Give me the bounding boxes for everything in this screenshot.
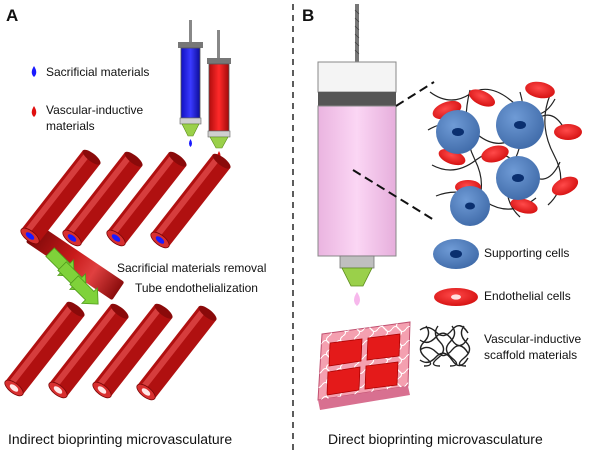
blue-syringe [178, 20, 203, 147]
panel-b-letter: B [302, 6, 315, 25]
tube-sacrificial-1 [20, 149, 101, 245]
panel-a-letter: A [6, 6, 19, 25]
supporting-cells-label: Supporting cells [484, 246, 570, 260]
sacrificial-drop-icon [31, 66, 37, 77]
step-removal-label: Sacrificial materials removal [117, 261, 267, 275]
tube-hollow-1 [4, 301, 85, 397]
vascular-inductive-label-line1: Vascular-inductive [46, 103, 144, 117]
vascular-inductive-label-line2: materials [46, 119, 95, 133]
scaffold-label-line2: scaffold materials [484, 348, 578, 362]
printed-scaffold-block [317, 321, 411, 410]
tubes-with-sacrificial-core [26, 224, 124, 300]
panel-a-caption: Indirect bioprinting microvasculature [8, 431, 233, 447]
red-syringe [207, 30, 231, 159]
step-endothelialization-label: Tube endothelialization [135, 281, 258, 295]
sacrificial-materials-label: Sacrificial materials [46, 65, 150, 79]
scaffold-mesh-legend-icon [419, 325, 471, 367]
bioink-syringe [317, 4, 397, 306]
endothelial-cell-legend-icon [434, 288, 478, 306]
tube-sacrificial-3 [106, 151, 187, 247]
panel-b-caption: Direct bioprinting microvasculature [328, 431, 543, 447]
tube-hollow-4 [136, 305, 217, 401]
tube-row-sacrificial [20, 149, 231, 249]
endothelial-cells-label: Endothelial cells [484, 289, 571, 303]
tube-sacrificial-4 [150, 153, 231, 249]
zoom-line-top [395, 81, 435, 107]
process-arrows [45, 247, 99, 305]
tube-sacrificial-2 [62, 151, 143, 247]
tube-hollow-2 [48, 303, 129, 399]
zoom-line-bottom [352, 169, 435, 221]
scaffold-label-line1: Vascular-inductive [484, 332, 582, 346]
supporting-cell-legend-icon [433, 239, 479, 269]
tube-row-hollow [4, 301, 217, 401]
vascular-drop-icon [31, 106, 37, 117]
tube-hollow-3 [92, 303, 173, 399]
cell-cluster [427, 81, 582, 226]
